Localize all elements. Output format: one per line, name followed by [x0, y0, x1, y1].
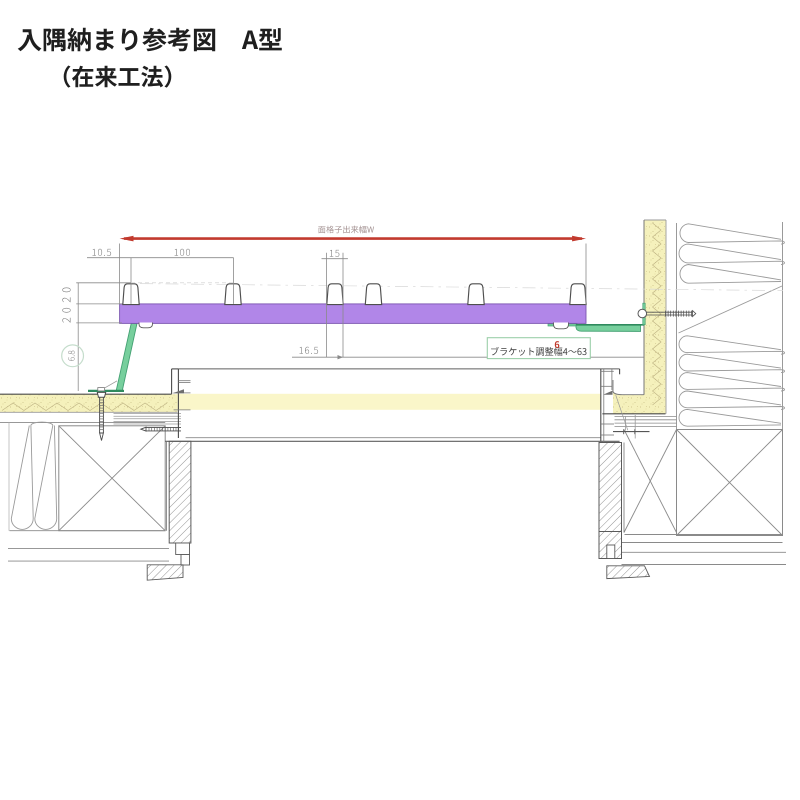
title-line2-text: （在来工法）: [49, 64, 187, 90]
bracket-note-revision: 6: [554, 340, 560, 350]
jamb-right-hatched: [598, 442, 651, 580]
dim-clip-base-width: 16.5: [299, 346, 319, 357]
dim-offset-left-text: 10.5: [92, 248, 111, 259]
dim-clip-pitch: 100: [174, 248, 190, 259]
insulation-left: [10, 421, 58, 530]
right-jamb-section: [598, 368, 677, 580]
dim-circle-value: 6.8: [67, 349, 77, 361]
stucco-left-zigzag: [1, 402, 168, 411]
width-dim-label-text: 面格子出来幅W: [318, 225, 375, 235]
title-line2: （在来工法）: [49, 64, 187, 90]
clip-3: [326, 283, 344, 306]
insulation-right-lower: [678, 335, 785, 427]
jamb-left-hatched: [146, 440, 192, 581]
furring-lines-right: [614, 415, 677, 439]
furring-lines-left: [113, 413, 181, 425]
text-labels: 入隅納まり参考図 A型 （在来工法） 面格子出来幅W 10.5 100 15 1…: [17, 27, 587, 361]
wood-beam-left: [58, 425, 166, 532]
window-sill-band: [177, 393, 601, 410]
dim-circle: [61, 344, 85, 368]
title-line1: 入隅納まり参考図 A型: [17, 27, 284, 55]
dim-offset-left: 10.5: [92, 248, 112, 259]
clip-4: [364, 283, 383, 306]
clip-6: [569, 283, 587, 306]
dim-clip-top-width-text: 15: [329, 249, 340, 260]
grille-clips: [122, 283, 587, 306]
title-line1-text: 入隅納まり参考図 A型: [17, 27, 284, 55]
clip-5: [467, 283, 485, 306]
hook-right: [553, 322, 569, 330]
window-sash-section: [113, 368, 621, 581]
dim-upper-height-text: 20: [62, 290, 74, 302]
center-dash-line: [139, 283, 784, 291]
dim-upper-height: 20: [62, 287, 74, 303]
insulation-right-upper: [678, 223, 785, 284]
wood-post-right: [676, 429, 783, 536]
flashing-right: [603, 390, 613, 395]
flashing-left: [172, 389, 184, 394]
screw-horizontal-center: [139, 426, 181, 432]
dim-circle-value-text: 6.8: [67, 349, 77, 361]
dim-clip-top-width: 15: [329, 249, 340, 260]
foot-plate: [97, 387, 106, 392]
bracket-right-bar: [575, 324, 641, 332]
bracket-note-label-text: ブラケット調整幅4～63: [490, 346, 587, 357]
dim-clip-base-width-text: 16.5: [299, 346, 318, 357]
screw-head: [637, 308, 648, 319]
stucco-right-zigzag: [651, 222, 662, 406]
brace-diagonal-b: [623, 429, 677, 533]
right-wall-section: [612, 219, 786, 565]
grille-assembly: [88, 283, 784, 392]
bracket-note-label: ブラケット調整幅4～63: [490, 346, 587, 357]
bracket-note-revision-text: 6: [554, 340, 559, 350]
grille-mount-bar: [119, 303, 587, 324]
dim-lower-height: 20: [62, 307, 74, 323]
anchor-right: [613, 395, 650, 435]
dim-lower-height-text: 20: [62, 311, 74, 323]
screw-vertical-left: [96, 391, 107, 441]
dim-clip-pitch-text: 100: [174, 248, 190, 259]
bracket-left-strip: [115, 322, 138, 392]
hook-left: [138, 322, 153, 329]
red-width-arrow: [119, 235, 586, 242]
left-wall-section: [0, 391, 601, 562]
clip-2: [224, 283, 242, 306]
insulation-fold-line: [678, 285, 783, 334]
screw-horizontal-right: [637, 308, 697, 319]
width-dim-label: 面格子出来幅W: [318, 225, 375, 235]
